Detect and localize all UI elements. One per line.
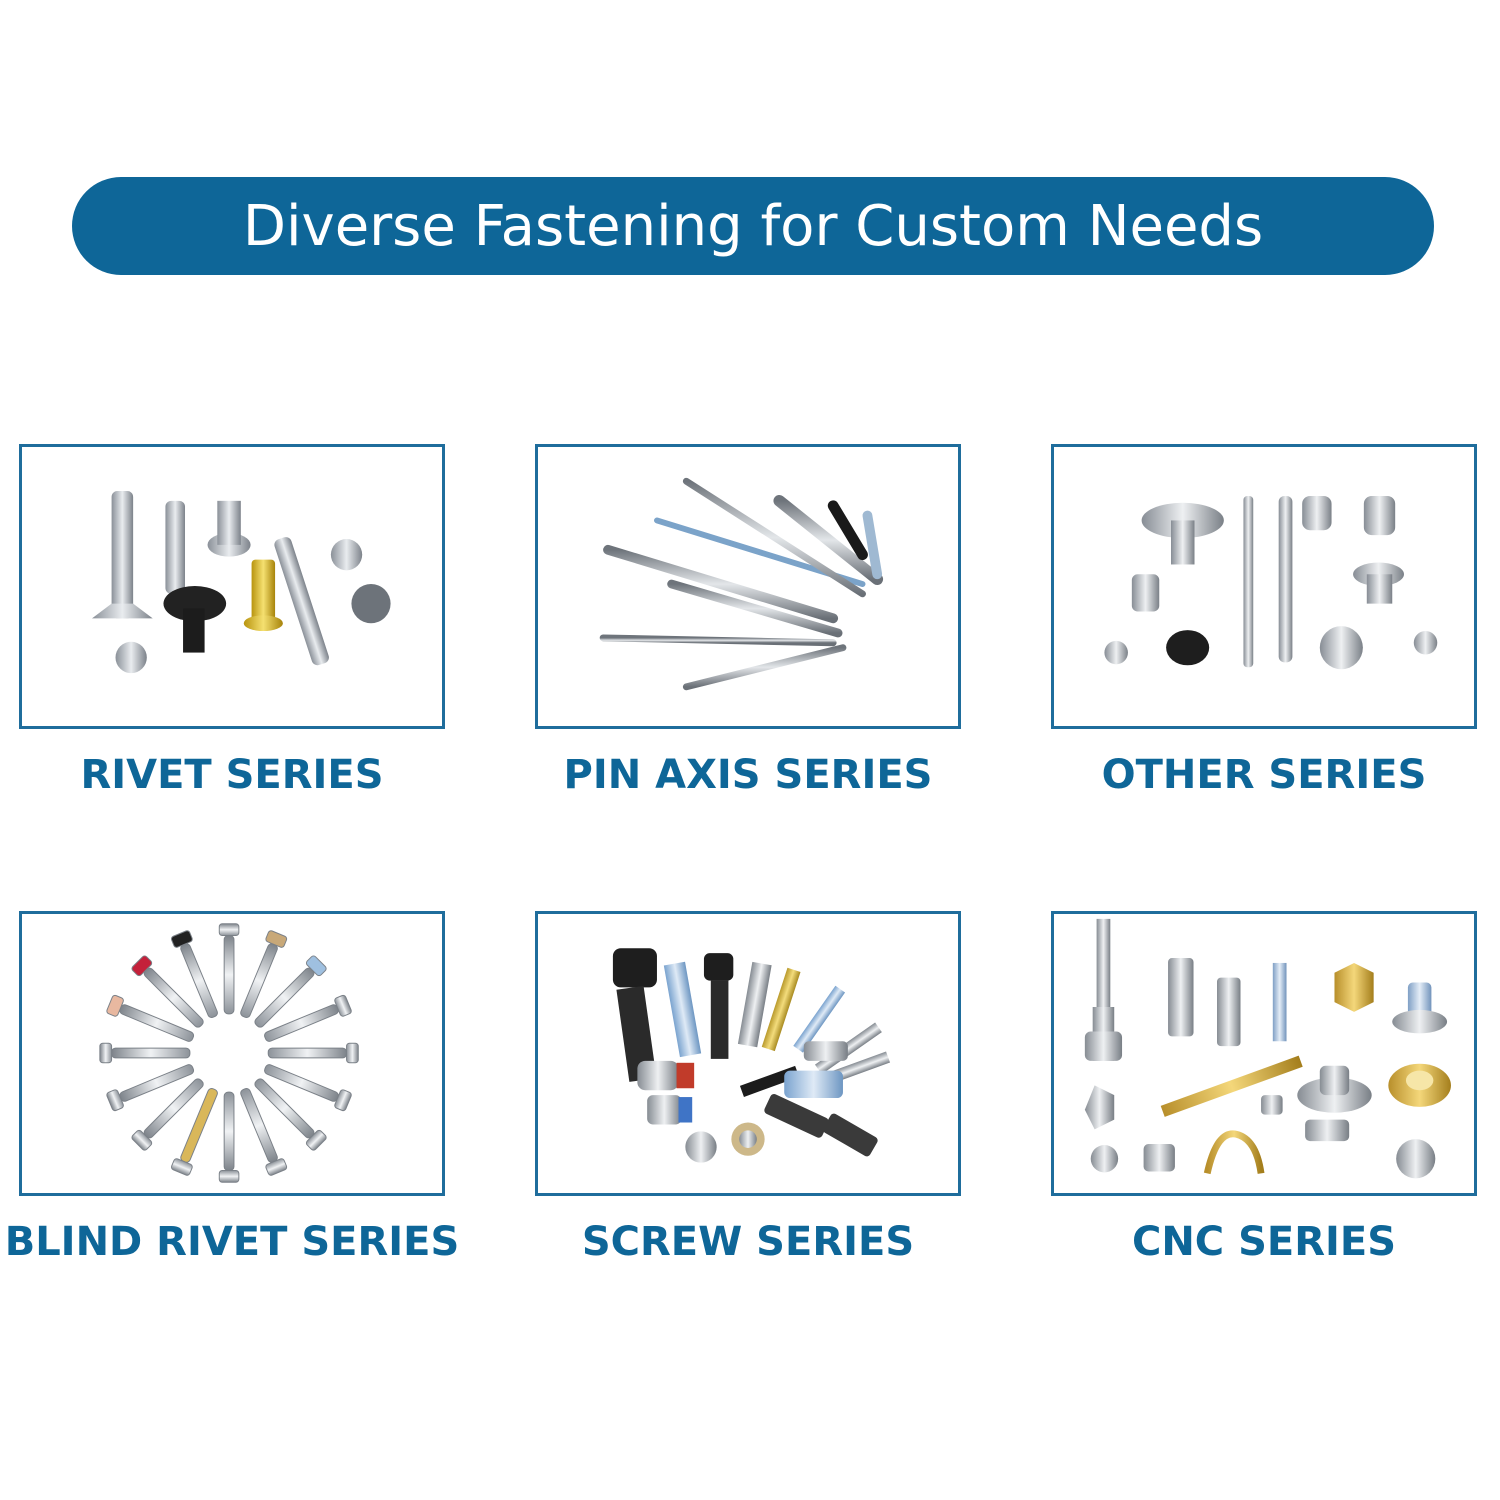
- screws-photo: [612, 948, 891, 1163]
- blind-rivet-series-card[interactable]: [19, 911, 445, 1196]
- cnc-parts-photo: [1084, 918, 1451, 1179]
- rivets-photo: [92, 491, 391, 674]
- page-title: Diverse Fastening for Custom Needs: [242, 193, 1264, 259]
- pin-axis-series-card[interactable]: [535, 444, 961, 729]
- other-series-card[interactable]: [1051, 444, 1477, 729]
- rivet-series-label[interactable]: RIVET SERIES: [80, 752, 384, 798]
- screw-series-card[interactable]: [535, 911, 961, 1196]
- cnc-series-label[interactable]: CNC SERIES: [1131, 1219, 1397, 1265]
- blind-rivets-photo: [99, 923, 359, 1183]
- pins-photo: [599, 477, 884, 691]
- blind-rivet-series-label[interactable]: BLIND RIVET SERIES: [4, 1219, 460, 1265]
- title-banner: Diverse Fastening for Custom Needs: [72, 177, 1434, 275]
- pin-axis-series-label[interactable]: PIN AXIS SERIES: [563, 752, 933, 798]
- rivet-series-card[interactable]: [19, 444, 445, 729]
- other-series-label[interactable]: OTHER SERIES: [1101, 752, 1427, 798]
- misc-parts-photo: [1104, 495, 1438, 670]
- screw-series-label[interactable]: SCREW SERIES: [581, 1219, 915, 1265]
- cnc-series-card[interactable]: [1051, 911, 1477, 1196]
